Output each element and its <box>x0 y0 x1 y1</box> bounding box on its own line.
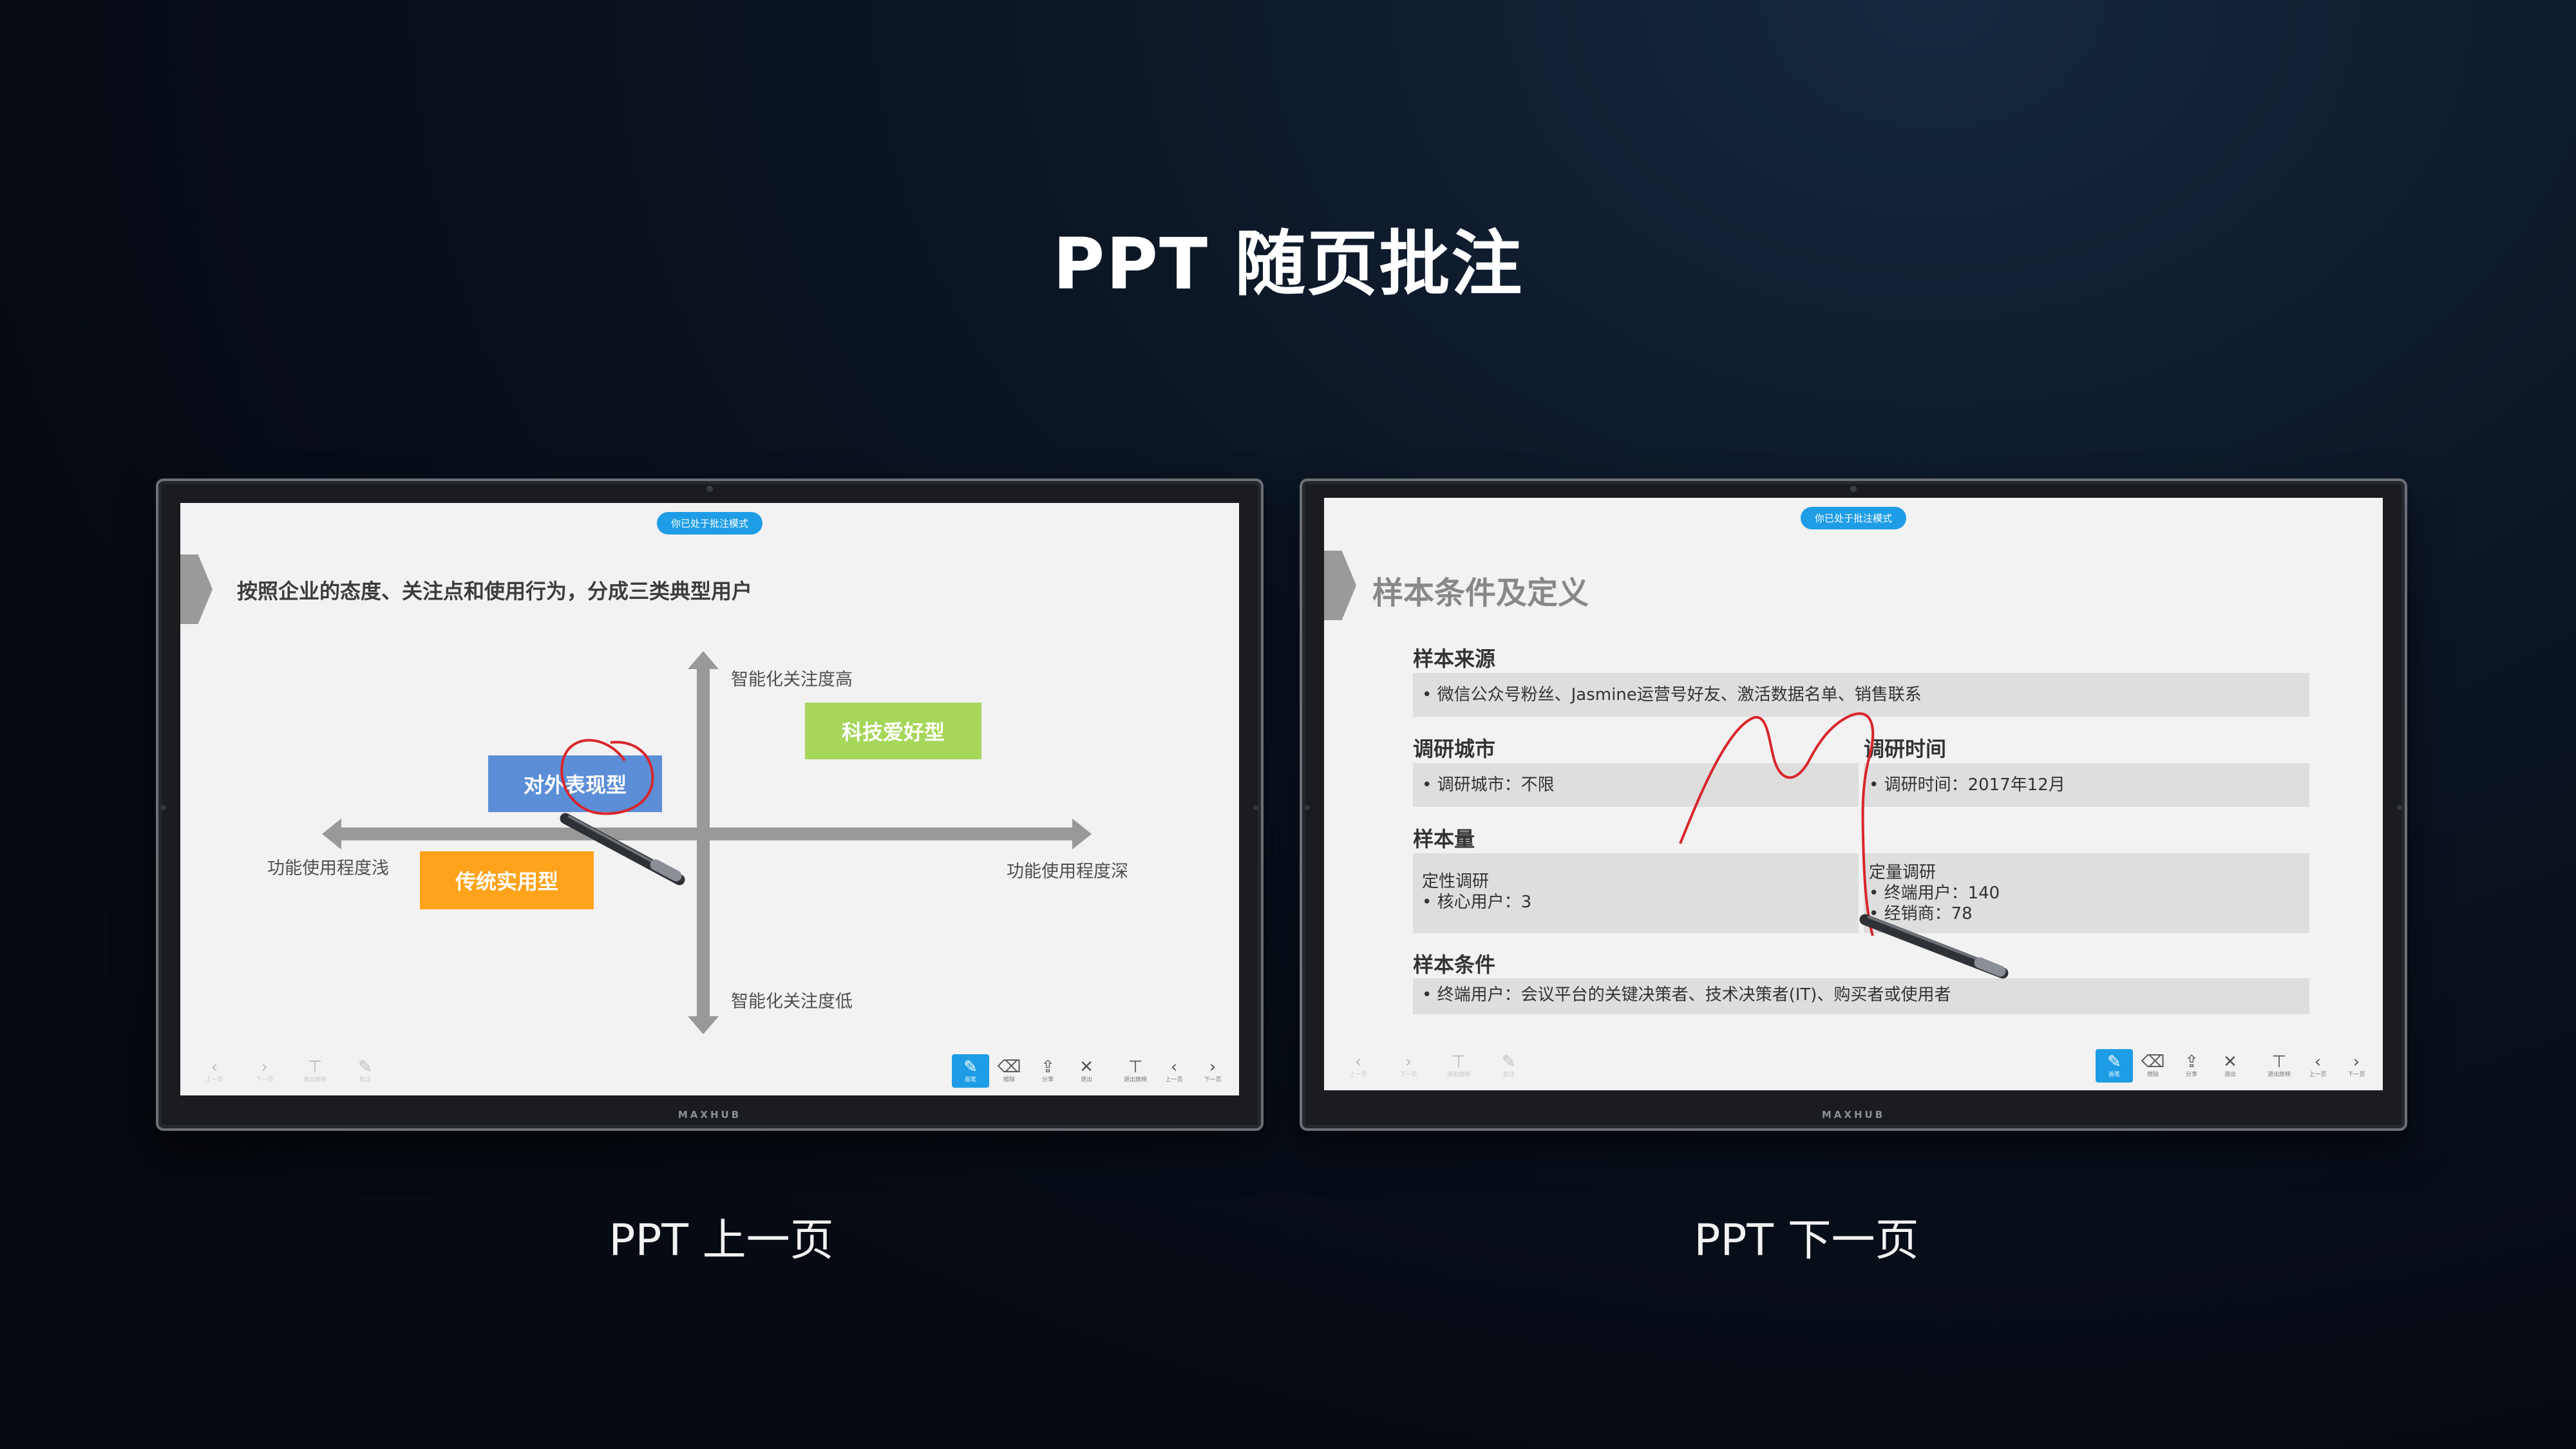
axis-arrow-right-icon <box>1072 819 1092 849</box>
sample-conditions-row <box>1413 978 2309 1014</box>
qualitative-row <box>1413 853 1859 933</box>
exit-annotation-button[interactable]: ✕退出 <box>2223 1052 2237 1078</box>
axis-label-right: 功能使用程度深 <box>1007 862 1128 882</box>
toolbar-left-next-icon[interactable]: ›下一页 <box>256 1057 274 1083</box>
annotation-mode-badge: 你已处于批注模式 <box>656 512 763 535</box>
camera-icon <box>1850 486 1857 492</box>
quadrant-axes <box>322 651 1092 1034</box>
previous-page-button[interactable]: ‹上一页 <box>1165 1057 1183 1083</box>
previous-page-button[interactable]: ‹上一页 <box>2309 1052 2327 1078</box>
toolbar-left-prev-icon[interactable]: ‹上一页 <box>205 1057 223 1083</box>
handwritten-stroke-annotation <box>1679 712 1875 936</box>
survey-time-heading: 调研时间 <box>1864 737 1947 761</box>
toolbar-left-annotate-icon[interactable]: ✎批注 <box>358 1057 372 1083</box>
toolbar-left-exit-show-icon[interactable]: ⊤退出放映 <box>1446 1052 1470 1078</box>
toolbar-left-prev-icon[interactable]: ‹上一页 <box>1349 1052 1367 1078</box>
next-page-button[interactable]: ›下一页 <box>1204 1057 1222 1083</box>
side-sensor-left <box>161 804 166 810</box>
eraser-tool-button[interactable]: ⌫擦除 <box>997 1057 1021 1083</box>
axis-arrow-up-icon <box>688 651 719 669</box>
stylus-pen-icon <box>1859 914 2009 979</box>
quantitative-item-end-users: • 终端用户：140 <box>1869 884 2000 903</box>
camera-icon <box>706 486 713 492</box>
page-title: PPT 随页批注 <box>1052 223 1524 305</box>
right-display-device: 你已处于批注模式 样本条件及定义 样本来源 • 微信公众号粉丝、Jasmine运… <box>1300 478 2407 1131</box>
horizontal-axis <box>335 828 1075 840</box>
left-caption: PPT 上一页 <box>609 1215 834 1266</box>
device-brand-logo: MAXHUB <box>677 1109 742 1121</box>
pen-tool-button[interactable]: ✎画笔 <box>2096 1049 2133 1083</box>
toolbar-left-faded: ‹上一页 ›下一页 ⊤退出放映 ✎批注 <box>196 1054 384 1088</box>
stylus-pen-icon <box>560 813 685 886</box>
survey-city-row <box>1413 763 1859 807</box>
qualitative-item: • 核心用户：3 <box>1422 893 1532 912</box>
device-brand-logo: MAXHUB <box>1821 1109 1886 1121</box>
survey-city-text: • 调研城市：不限 <box>1422 775 1555 795</box>
survey-city-heading: 调研城市 <box>1413 737 1496 761</box>
sample-conditions-heading: 样本条件 <box>1413 952 1496 977</box>
toolbar-left-next-icon[interactable]: ›下一页 <box>1399 1052 1417 1078</box>
left-annotation-layer <box>560 739 685 886</box>
axis-label-bottom: 智能化关注度低 <box>731 992 853 1012</box>
annotation-toolbar: ✎画笔 ⌫擦除 ⇪分享 ✕退出 ⊤退出放映 ‹上一页 ›下一页 <box>2096 1049 2375 1083</box>
right-caption: PPT 下一页 <box>1694 1215 1919 1266</box>
axis-arrow-down-icon <box>688 1016 719 1034</box>
left-slide-screen: 你已处于批注模式 按照企业的态度、关注点和使用行为，分成三类典型用户 智能化关注… <box>180 503 1239 1095</box>
tech-enthusiast-box: 科技爱好型 <box>805 703 981 759</box>
annotation-mode-badge: 你已处于批注模式 <box>1800 507 1907 529</box>
quantitative-title: 定量调研 <box>1869 863 1937 882</box>
toolbar-left-annotate-icon[interactable]: ✎批注 <box>1502 1052 1516 1078</box>
side-sensor-right <box>2397 804 2402 810</box>
quantitative-item-dealers: • 经销商：78 <box>1869 904 1973 923</box>
pen-tool-button[interactable]: ✎画笔 <box>952 1054 989 1088</box>
traditional-practical-box: 传统实用型 <box>420 851 594 909</box>
right-annotation-layer <box>1679 712 2009 979</box>
toolbar-left-faded: ‹上一页 ›下一页 ⊤退出放映 ✎批注 <box>1340 1049 1528 1083</box>
side-sensor-left <box>1305 804 1310 810</box>
right-slide-screen: 你已处于批注模式 样本条件及定义 样本来源 • 微信公众号粉丝、Jasmine运… <box>1324 498 2383 1090</box>
annotation-toolbar: ✎画笔 ⌫擦除 ⇪分享 ✕退出 ⊤退出放映 ‹上一页 ›下一页 <box>952 1054 1231 1088</box>
survey-time-text: • 调研时间：2017年12月 <box>1869 775 2065 795</box>
handwritten-circle-annotation <box>560 739 654 815</box>
exit-slideshow-button[interactable]: ⊤退出放映 <box>1123 1057 1147 1083</box>
next-page-button[interactable]: ›下一页 <box>2347 1052 2365 1078</box>
exit-slideshow-button[interactable]: ⊤退出放映 <box>2267 1052 2291 1078</box>
axis-label-top: 智能化关注度高 <box>731 670 853 690</box>
survey-time-row <box>1864 763 2309 807</box>
sample-source-row <box>1413 673 2309 717</box>
sample-conditions-text: • 终端用户：会议平台的关键决策者、技术决策者(IT)、购买者或使用者 <box>1422 985 1951 1005</box>
eraser-tool-button[interactable]: ⌫擦除 <box>2141 1052 2165 1078</box>
toolbar-left-exit-show-icon[interactable]: ⊤退出放映 <box>303 1057 327 1083</box>
sample-size-heading: 样本量 <box>1413 827 1475 851</box>
share-button[interactable]: ⇪分享 <box>2184 1052 2199 1078</box>
vertical-axis <box>697 664 710 1021</box>
slide-title: 按照企业的态度、关注点和使用行为，分成三类典型用户 <box>237 579 753 603</box>
axis-label-left: 功能使用程度浅 <box>267 858 389 878</box>
qualitative-title: 定性调研 <box>1422 872 1490 891</box>
side-sensor-right <box>1253 804 1258 810</box>
quantitative-row <box>1864 853 2309 933</box>
sample-source-heading: 样本来源 <box>1413 647 1496 671</box>
share-button[interactable]: ⇪分享 <box>1041 1057 1055 1083</box>
axis-arrow-left-icon <box>322 819 341 849</box>
exit-annotation-button[interactable]: ✕退出 <box>1079 1057 1094 1083</box>
sample-source-text: • 微信公众号粉丝、Jasmine运营号好友、激活数据名单、销售联系 <box>1422 685 1922 705</box>
slide-title: 样本条件及定义 <box>1372 575 1589 611</box>
left-display-device: 你已处于批注模式 按照企业的态度、关注点和使用行为，分成三类典型用户 智能化关注… <box>156 478 1264 1131</box>
